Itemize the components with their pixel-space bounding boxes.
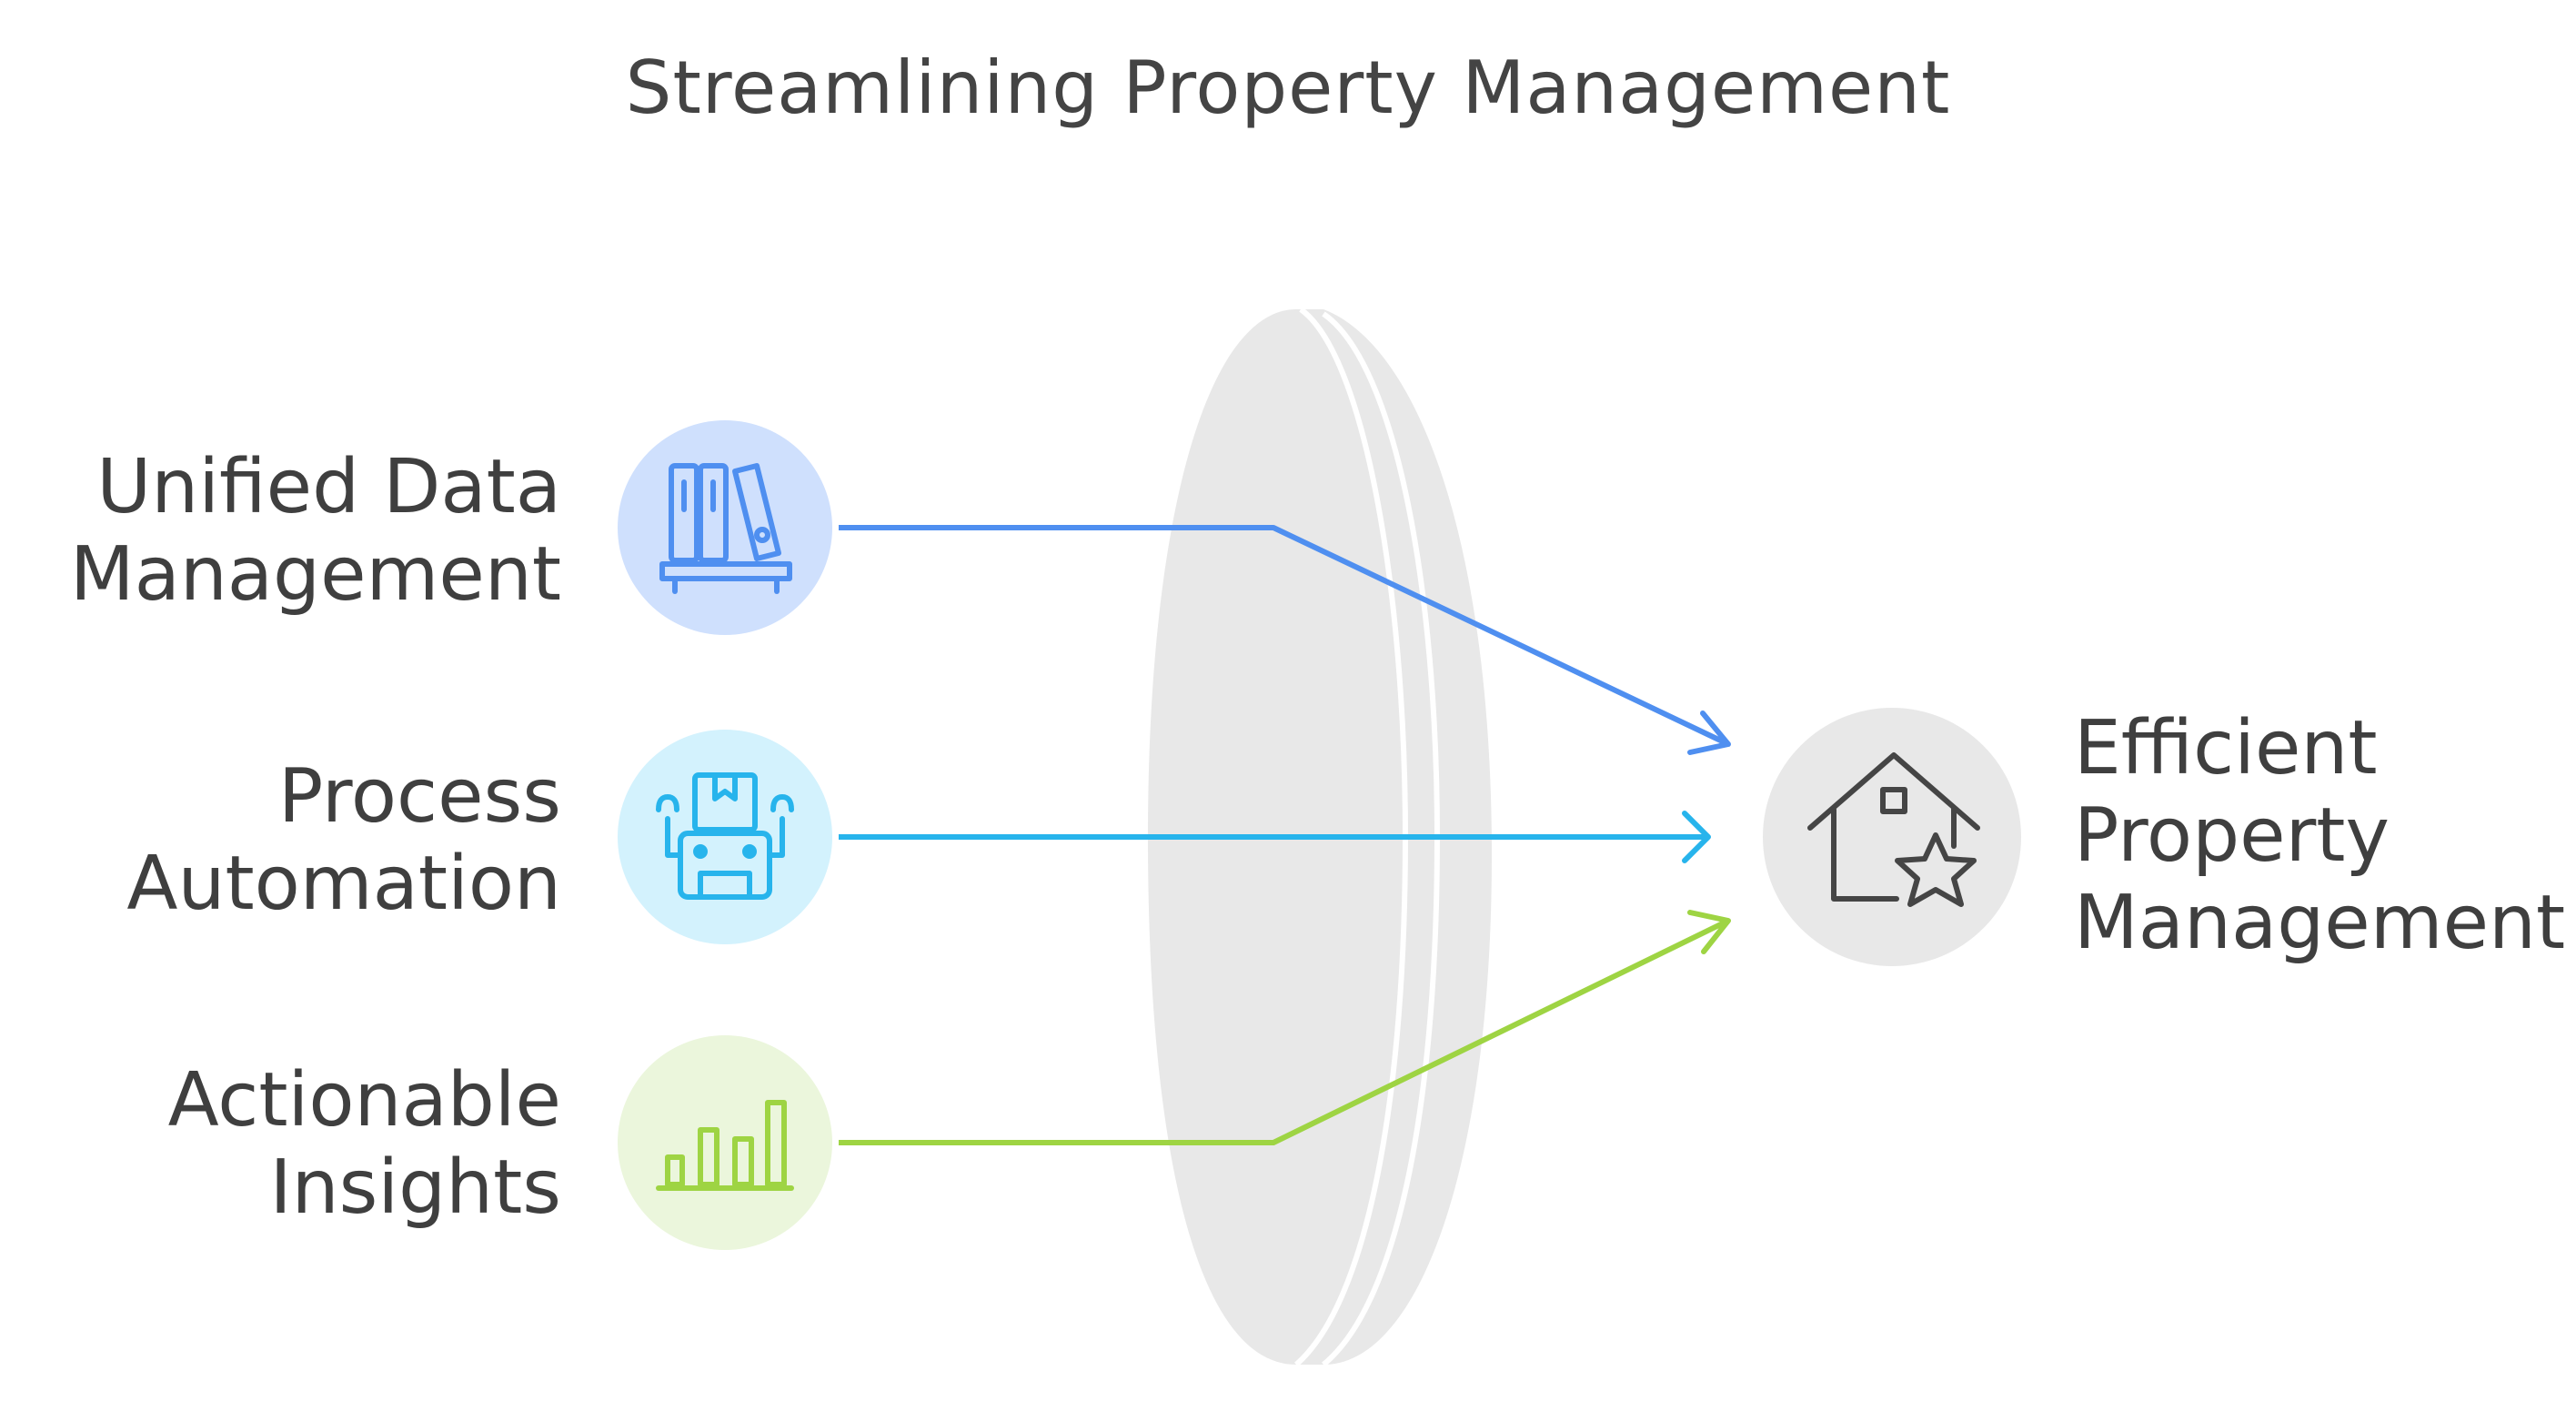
label-actionable-insights: Actionable Insights [168, 1057, 561, 1232]
unified-data-node [618, 420, 832, 635]
process-automation-node [618, 730, 832, 944]
label-actionable-insights-line2: Insights [269, 1144, 561, 1231]
label-process-automation-line2: Automation [126, 841, 561, 927]
arrow-unified-data [839, 525, 1731, 755]
label-actionable-insights-line1: Actionable [167, 1057, 561, 1144]
label-process-automation: Process Automation [126, 753, 561, 928]
label-process-automation-line1: Process [277, 753, 561, 840]
label-efficient-property-line3: Management [2074, 880, 2566, 966]
house-star-icon [1807, 752, 1980, 907]
diagram-title: Streamlining Property Management [625, 45, 1951, 130]
efficient-property-node [1763, 708, 2021, 966]
arrow-actionable-insights [839, 910, 1731, 1145]
robot-arm-icon [656, 772, 794, 900]
bar-chart-icon [656, 1100, 794, 1191]
actionable-insights-node [618, 1035, 832, 1250]
label-unified-data-line1: Unified Data [96, 444, 561, 530]
label-efficient-property-line2: Property [2074, 792, 2390, 879]
label-unified-data: Unified Data Management [70, 444, 561, 619]
bookshelf-icon [659, 463, 792, 594]
label-efficient-property-line1: Efficient [2074, 705, 2378, 791]
label-efficient-property: Efficient Property Management [2074, 705, 2565, 967]
label-unified-data-line2: Management [69, 531, 561, 618]
arrow-process-automation [839, 811, 1711, 863]
